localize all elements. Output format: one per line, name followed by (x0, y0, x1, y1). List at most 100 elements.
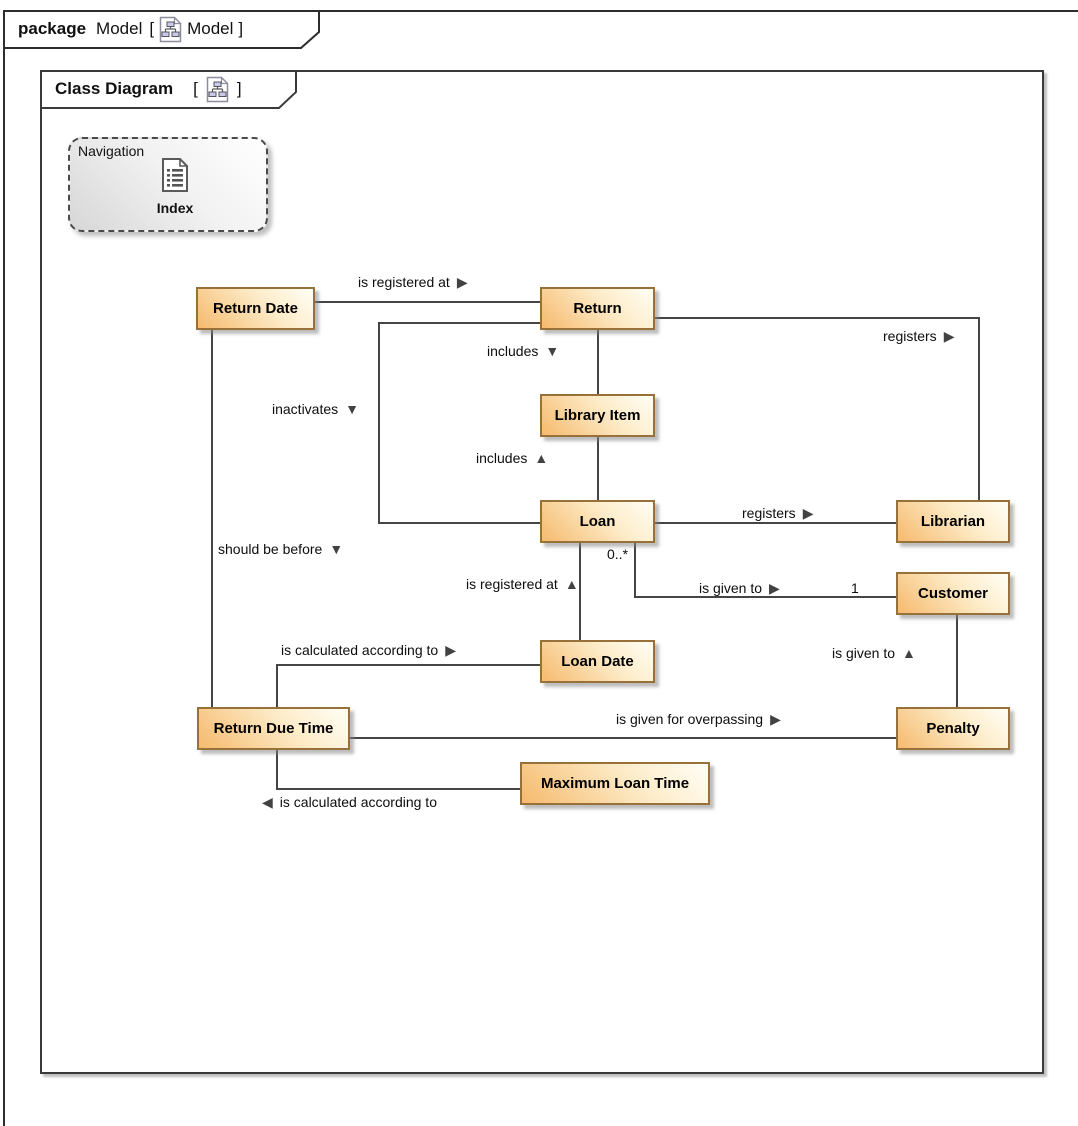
class-customer[interactable]: Customer (896, 572, 1010, 615)
association-line-customer-penalty[interactable] (956, 615, 958, 707)
class-loan[interactable]: Loan (540, 500, 655, 543)
assoc-text: is given for overpassing (616, 711, 764, 727)
assoc-label-is-given-for-overpassing[interactable]: is given for overpassing ▶ (616, 711, 781, 728)
class-label: Library Item (554, 407, 641, 424)
assoc-text: registers (742, 505, 796, 521)
open-bracket: [ (193, 79, 198, 98)
arrow-down-icon: ▼ (329, 541, 344, 557)
class-return-due-time[interactable]: Return Due Time (197, 707, 350, 750)
assoc-text: is calculated according to (279, 794, 437, 810)
class-librarian[interactable]: Librarian (896, 500, 1010, 543)
arrow-up-icon: ▲ (902, 645, 916, 661)
arrow-down-icon: ▼ (545, 343, 560, 359)
multiplicity-0-star[interactable]: 0..* (607, 546, 629, 562)
association-line-library-item-loan[interactable] (597, 437, 599, 500)
class-label: Customer (917, 585, 988, 602)
association-line-loan-customer[interactable] (634, 543, 636, 598)
assoc-label-is-given-to[interactable]: is given to ▲ (832, 645, 916, 661)
association-line-inactivates[interactable] (378, 322, 380, 524)
class-label: Return Date (212, 300, 298, 317)
arrow-left-icon: ◀ (262, 794, 273, 810)
arrow-right-icon: ▶ (456, 274, 468, 290)
arrow-right-icon: ▶ (770, 711, 781, 727)
association-line-loan-librarian[interactable] (655, 522, 896, 524)
association-line-inactivates[interactable] (378, 522, 540, 524)
association-line-return-library-item[interactable] (597, 330, 599, 394)
assoc-label-is-given-to[interactable]: is given to ▶ (699, 580, 780, 597)
association-line-return-date-return[interactable] (315, 301, 540, 303)
association-line-return-date-return-due-time[interactable] (211, 330, 213, 707)
assoc-label-is-calculated-according-to[interactable]: is calculated according to ▶ (281, 642, 456, 659)
class-label: Librarian (920, 513, 986, 530)
package-name: Model (96, 19, 143, 38)
navigation-index-item[interactable]: Index (70, 157, 266, 216)
class-penalty[interactable]: Penalty (896, 707, 1010, 750)
assoc-label-includes[interactable]: includes ▲ (476, 450, 548, 466)
class-return[interactable]: Return (540, 287, 655, 330)
class-label: Loan (579, 513, 616, 530)
arrow-right-icon: ▶ (769, 580, 780, 596)
assoc-text: is given to (699, 580, 763, 596)
close-bracket: ] (236, 79, 242, 98)
assoc-text: inactivates (272, 401, 339, 417)
arrow-up-icon: ▲ (564, 576, 579, 592)
diagram-tab[interactable]: Class Diagram [ ] (40, 70, 305, 108)
assoc-label-registers[interactable]: registers ▶ (883, 328, 954, 345)
class-return-date[interactable]: Return Date (196, 287, 315, 330)
association-line-return-due-time-loan-date[interactable] (276, 664, 278, 707)
association-line-return-due-time-max-loan-time[interactable] (276, 750, 278, 790)
association-line-inactivates[interactable] (378, 322, 540, 324)
class-diagram-icon (206, 76, 229, 103)
package-tab[interactable]: package Model [ Model ] (3, 10, 328, 48)
assoc-label-includes[interactable]: includes ▼ (487, 343, 559, 359)
index-document-icon (159, 157, 191, 198)
diagram-title: Class Diagram (55, 79, 174, 98)
association-line-return-due-time-penalty[interactable] (350, 737, 896, 739)
assoc-text: is given to (832, 645, 896, 661)
assoc-text: includes (487, 343, 539, 359)
association-line-return-librarian[interactable] (655, 317, 980, 319)
diagram-tab-shape (40, 70, 297, 109)
arrow-right-icon: ▶ (943, 328, 955, 344)
class-label: Maximum Loan Time (540, 775, 690, 792)
diagram-name: Model (187, 19, 234, 38)
arrow-up-icon: ▲ (534, 450, 549, 466)
assoc-text: registers (883, 328, 937, 344)
class-diagram-frame (40, 70, 1044, 1074)
assoc-label-inactivates[interactable]: inactivates ▼ (272, 401, 359, 417)
assoc-text: should be before (218, 541, 323, 557)
association-line-return-due-time-max-loan-time[interactable] (276, 788, 520, 790)
association-line-return-due-time-loan-date[interactable] (276, 664, 540, 666)
class-maximum-loan-time[interactable]: Maximum Loan Time (520, 762, 710, 805)
assoc-label-is-registered-at[interactable]: is registered at ▲ (466, 576, 579, 592)
navigation-label: Navigation (78, 143, 145, 159)
multiplicity-1[interactable]: 1 (851, 580, 859, 596)
assoc-label-should-be-before[interactable]: should be before ▼ (218, 541, 343, 557)
close-bracket: ] (238, 19, 244, 38)
class-loan-date[interactable]: Loan Date (540, 640, 655, 683)
class-label: Return (573, 300, 622, 317)
assoc-label-registers[interactable]: registers ▶ (742, 505, 813, 522)
assoc-text: includes (476, 450, 528, 466)
navigation-box[interactable]: Navigation Index (68, 137, 268, 232)
association-line-loan-loan-date[interactable] (579, 543, 581, 640)
index-label: Index (156, 200, 194, 216)
class-diagram-icon (159, 16, 182, 43)
association-line-return-librarian[interactable] (978, 317, 980, 500)
assoc-text: is registered at (466, 576, 558, 592)
class-label: Return Due Time (213, 720, 334, 737)
assoc-label-is-registered-at[interactable]: is registered at ▶ (358, 274, 468, 291)
association-line-loan-customer[interactable] (634, 596, 896, 598)
assoc-text: is registered at (358, 274, 450, 290)
arrow-down-icon: ▼ (345, 401, 360, 417)
class-label: Penalty (926, 720, 980, 737)
open-bracket: [ (149, 19, 155, 38)
assoc-label-is-calculated-according-to[interactable]: ◀ is calculated according to (262, 794, 437, 811)
arrow-right-icon: ▶ (802, 505, 814, 521)
package-keyword: package (18, 19, 87, 38)
arrow-right-icon: ▶ (445, 642, 456, 658)
package-frame (3, 10, 1078, 1126)
assoc-text: is calculated according to (281, 642, 439, 658)
class-library-item[interactable]: Library Item (540, 394, 655, 437)
